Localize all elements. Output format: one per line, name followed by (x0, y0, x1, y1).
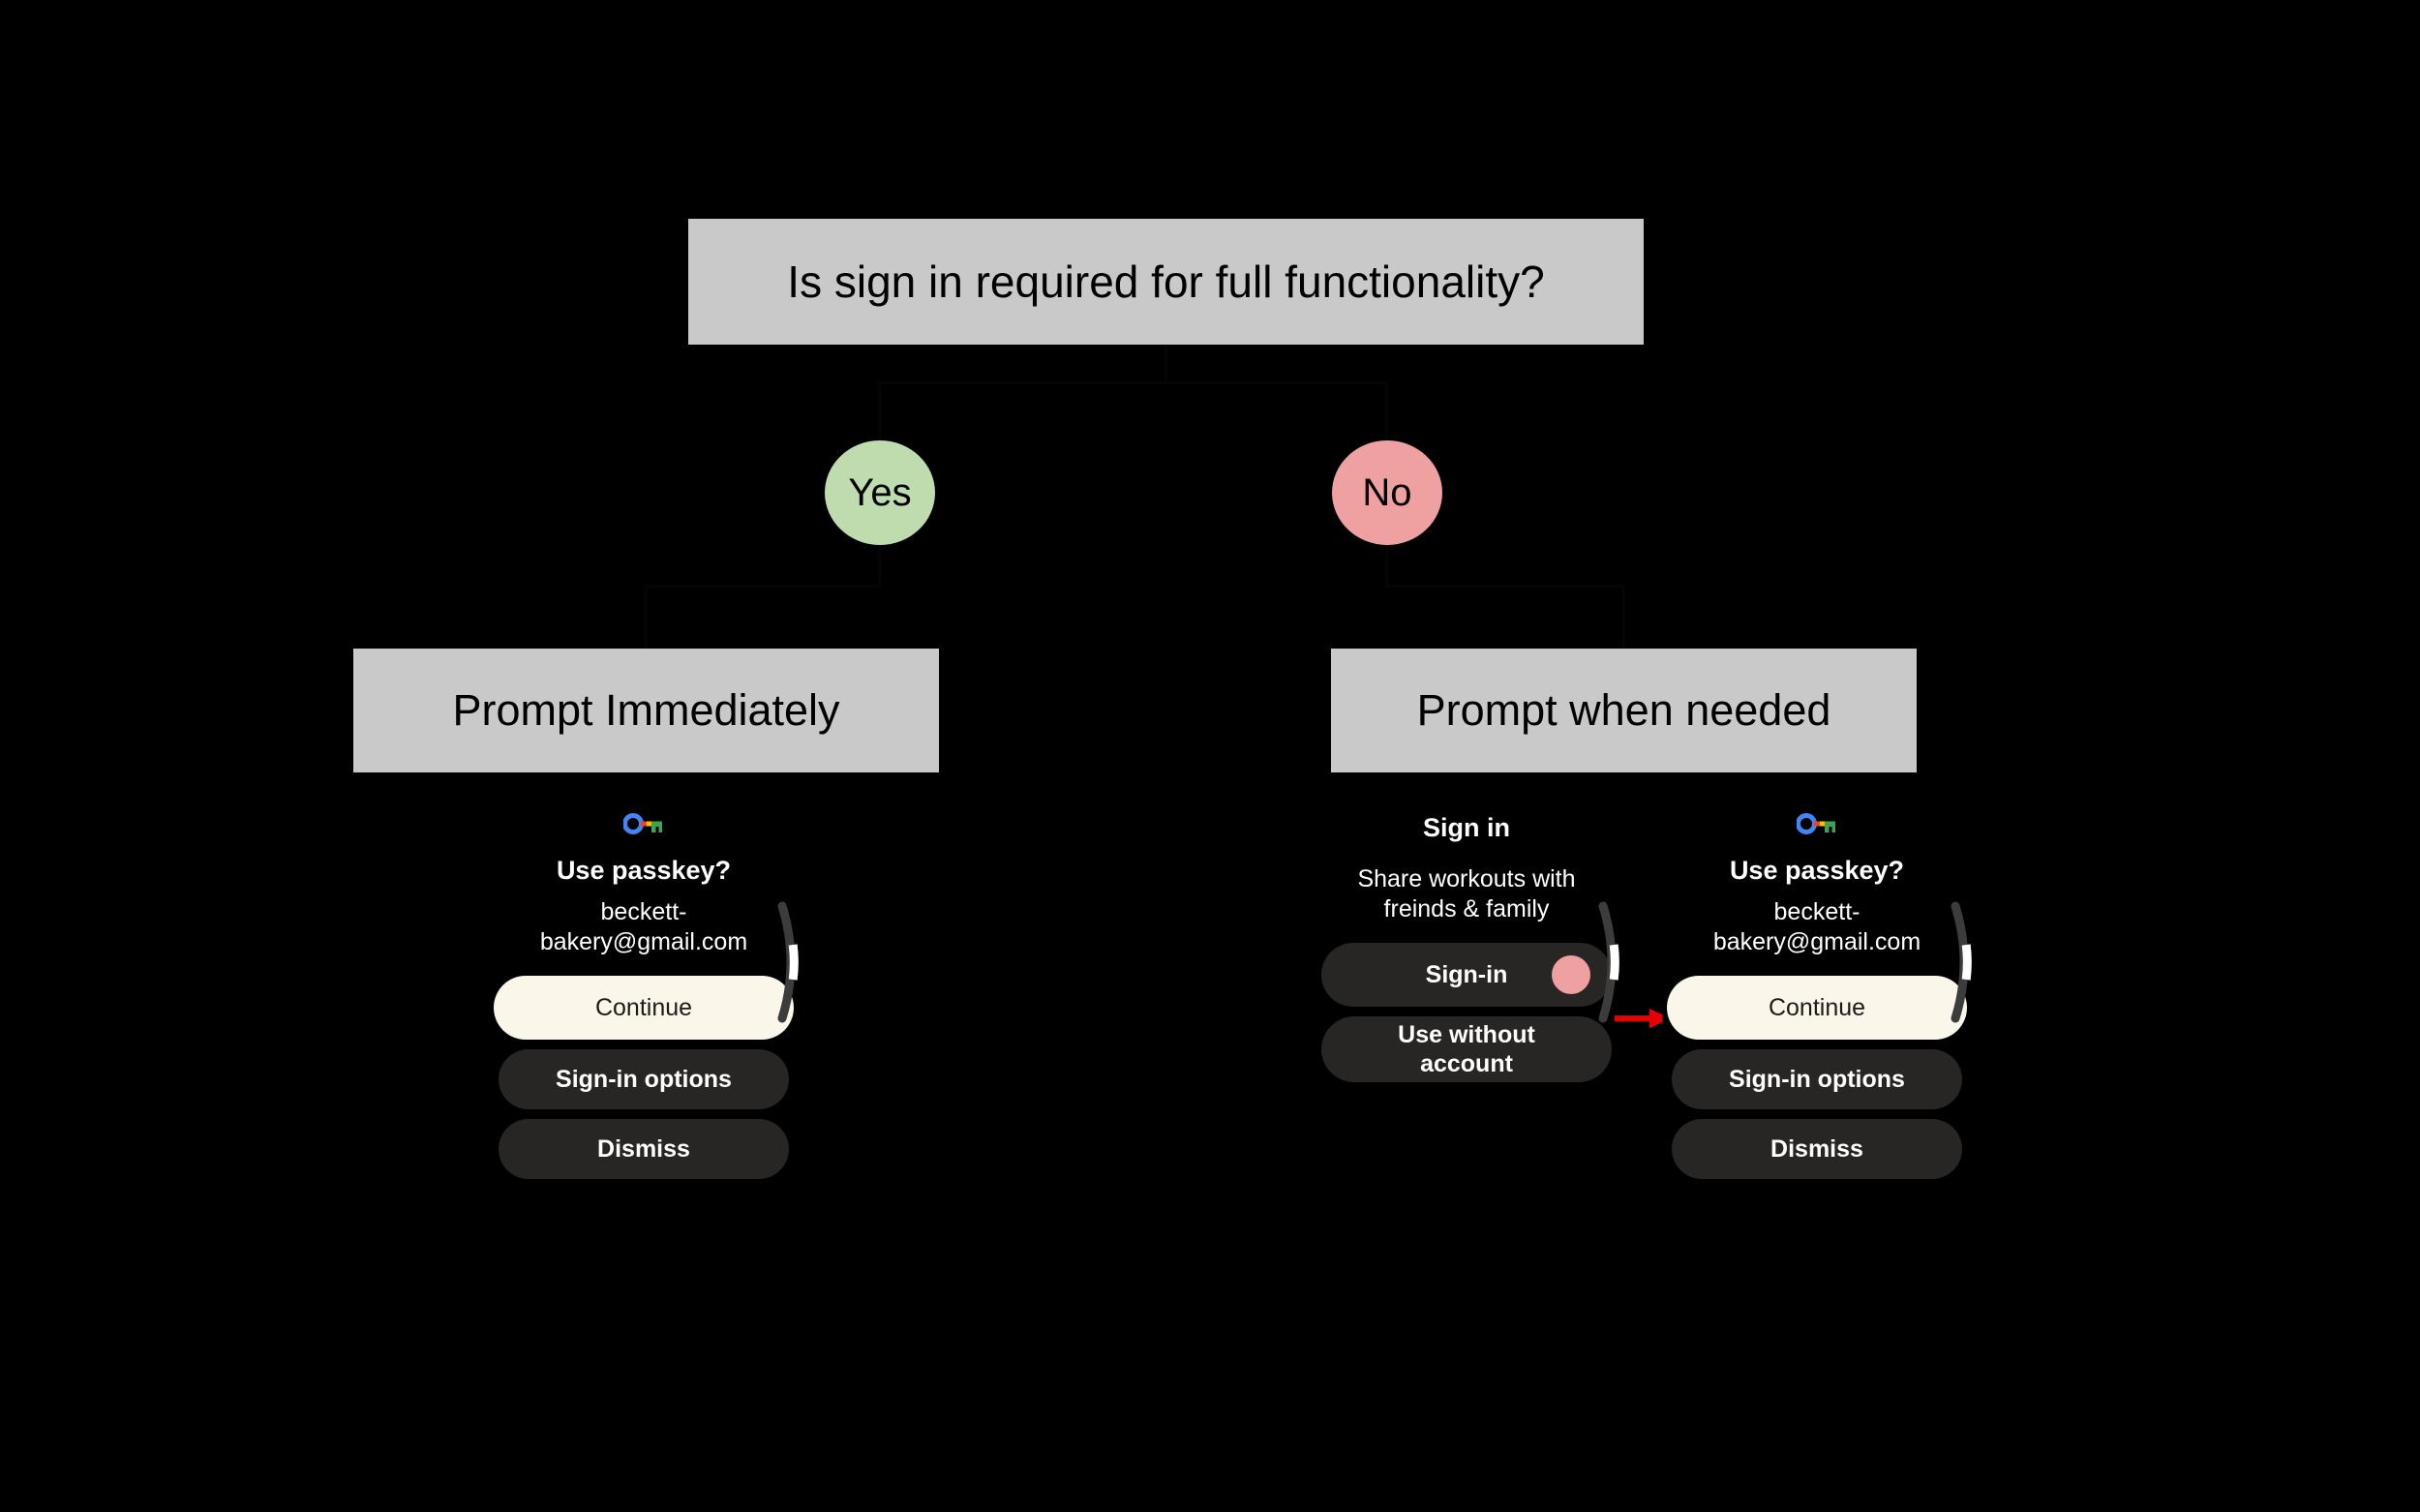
use-without-account-label: Use without account (1398, 1020, 1535, 1078)
annotation-arrow-icon (1615, 1009, 1671, 1028)
connector-title-to-yes (1165, 345, 1167, 383)
panel-title-sign-in: Sign in (1423, 813, 1510, 842)
google-passkey-icon (623, 813, 662, 834)
connector-yes-to-immediate (645, 587, 648, 649)
branch-label-no: No (1332, 440, 1442, 545)
watch-panel-sign-in: Sign in Share workouts with freinds & fa… (1312, 813, 1621, 1092)
share-line-2: freinds & family (1383, 895, 1550, 923)
outcome-box-prompt-immediately: Prompt Immediately (353, 649, 939, 772)
sign-in-options-button[interactable]: Sign-in options (1672, 1048, 1962, 1109)
sign-in-options-button[interactable]: Sign-in options (499, 1048, 789, 1109)
connector-no-drop (1385, 545, 1388, 587)
branch-label-yes: Yes (825, 440, 935, 545)
outcome-box-prompt-when-needed: Prompt when needed (1331, 649, 1917, 772)
connector-title-to-yes-h (880, 381, 1167, 384)
account-line-1: beckett- (1773, 898, 1860, 926)
use-without-account-line-1: Use without (1398, 1020, 1535, 1048)
connector-no-to-needed-h (1385, 585, 1624, 588)
watch-panel-left-passkey: Use passkey? beckett- bakery@gmail.com C… (489, 813, 799, 1189)
panel-subtitle-account: beckett- bakery@gmail.com (489, 897, 799, 958)
decision-title-box: Is sign in required for full functionali… (688, 219, 1644, 345)
dismiss-button[interactable]: Dismiss (1672, 1118, 1962, 1179)
panel-subtitle-account: beckett- bakery@gmail.com (1662, 897, 1972, 958)
sign-in-button-label: Sign-in (1425, 960, 1508, 988)
panel-subtitle-share-workouts: Share workouts with freinds & family (1312, 864, 1621, 925)
share-line-1: Share workouts with (1357, 865, 1576, 893)
use-without-account-button[interactable]: Use without account (1321, 1015, 1612, 1082)
panel-title-use-passkey: Use passkey? (1729, 856, 1905, 885)
connector-yes-stem (878, 381, 881, 440)
account-line-2: bakery@gmail.com (1712, 928, 1921, 956)
continue-button[interactable]: Continue (494, 975, 794, 1040)
sign-in-status-dot (1552, 954, 1590, 994)
sign-in-button[interactable]: Sign-in (1321, 942, 1612, 1007)
watch-panel-right-passkey: Use passkey? beckett- bakery@gmail.com C… (1662, 813, 1972, 1189)
connector-yes-to-immediate-h (645, 585, 880, 588)
panel-title-use-passkey: Use passkey? (556, 856, 732, 885)
google-passkey-icon (1797, 813, 1835, 834)
connector-no-stem (1385, 381, 1388, 440)
connector-no-to-needed (1622, 587, 1625, 649)
continue-button[interactable]: Continue (1667, 975, 1967, 1040)
account-line-1: beckett- (600, 898, 687, 926)
connector-yes-drop (878, 545, 881, 587)
dismiss-button[interactable]: Dismiss (499, 1118, 789, 1179)
use-without-account-line-2: account (1420, 1049, 1513, 1077)
connector-title-to-no-h (1165, 381, 1388, 384)
account-line-2: bakery@gmail.com (539, 928, 748, 956)
